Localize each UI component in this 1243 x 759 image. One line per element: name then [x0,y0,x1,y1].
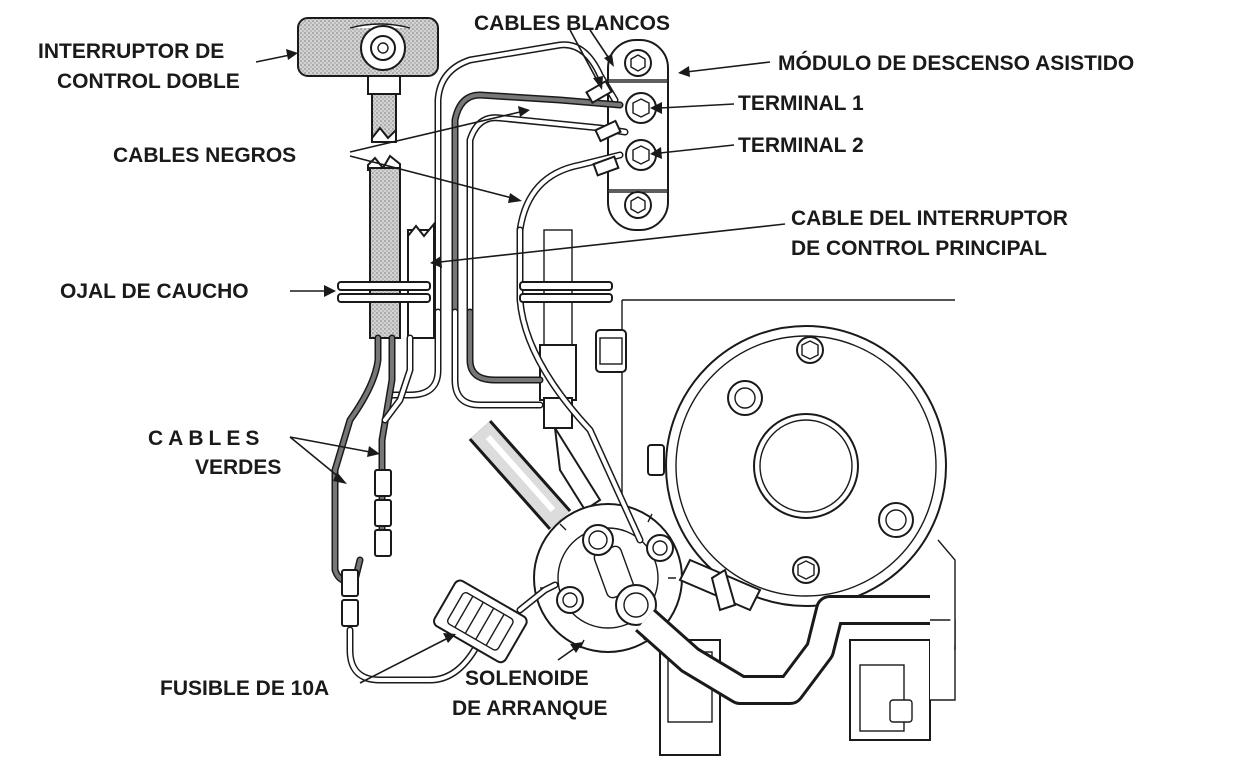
label-interruptor-line2: CONTROL DOBLE [57,70,240,93]
label-solenoide-line1: SOLENOIDE [465,667,589,690]
rubber-grommet [337,281,613,303]
starter-solenoid [468,229,930,705]
label-cable-interruptor-line1: CABLE DEL INTERRUPTOR [791,207,1068,230]
engine-housing [595,299,956,756]
label-modulo: MÓDULO DE DESCENSO ASISTIDO [778,51,1134,75]
label-cables-verdes-line2: VERDES [195,456,281,479]
label-cables-blancos: CABLES BLANCOS [474,12,670,35]
label-cables-negros: CABLES NEGROS [113,144,296,167]
labels: INTERRUPTOR DE CONTROL DOBLE CABLES BLAN… [38,12,1134,720]
label-ojal: OJAL DE CAUCHO [60,280,249,303]
label-terminal-2: TERMINAL 2 [738,134,864,157]
label-fusible: FUSIBLE DE 10A [160,677,329,700]
label-interruptor-line1: INTERRUPTOR DE [38,40,224,63]
green-wires [331,334,559,684]
assist-module [607,39,669,231]
label-cables-verdes-line1: CABLES [148,427,264,450]
label-terminal-1: TERMINAL 1 [738,92,864,115]
label-solenoide-line2: DE ARRANQUE [452,697,608,720]
label-cable-interruptor-line2: DE CONTROL PRINCIPAL [791,237,1047,260]
leader-lines [255,29,786,684]
